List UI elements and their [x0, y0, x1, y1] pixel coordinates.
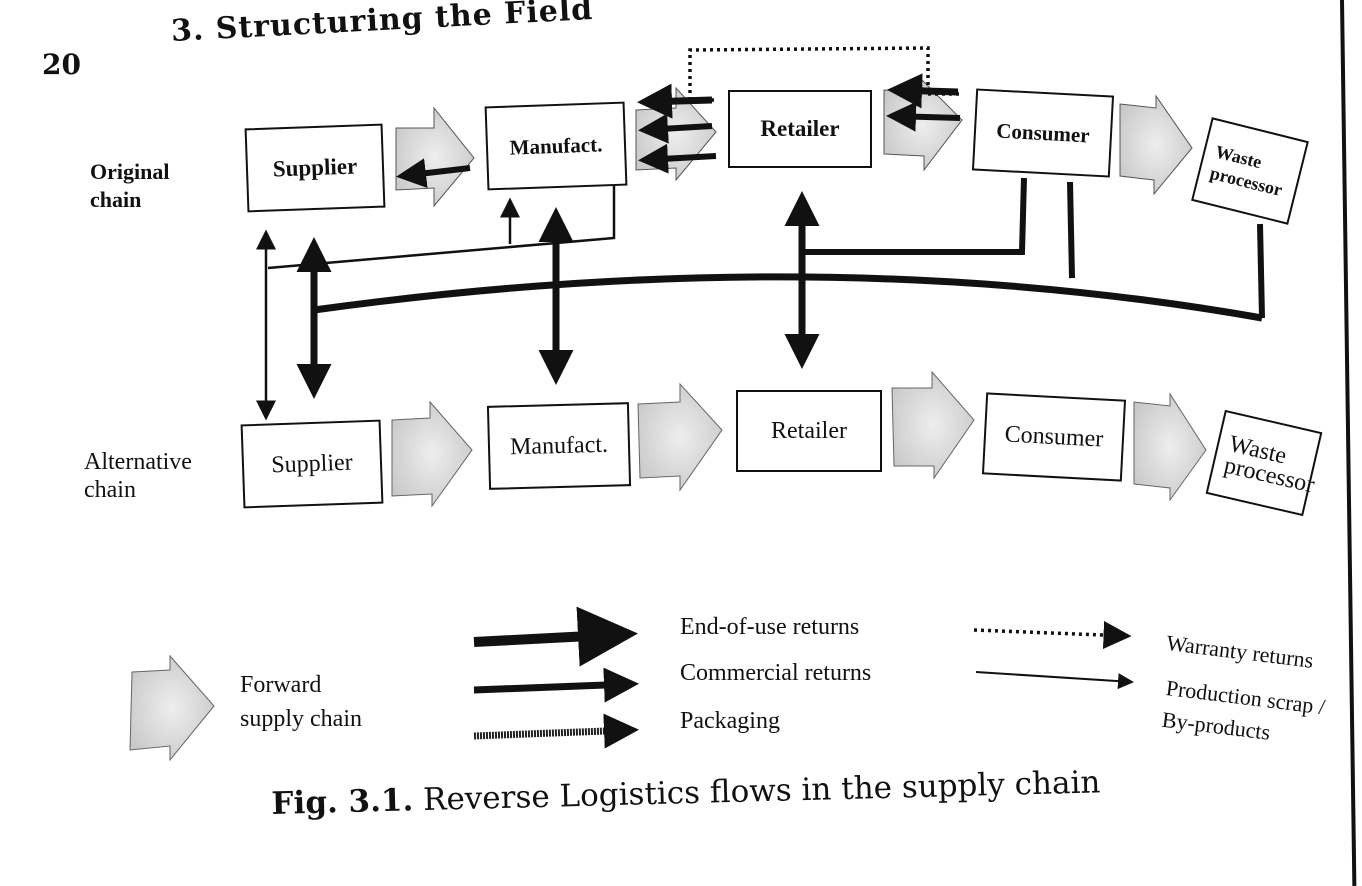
row-label-alternative-line2: chain — [84, 477, 136, 503]
legend-packaging-label: Packaging — [680, 708, 780, 734]
legend-forward-icon — [129, 654, 215, 762]
end-of-use-arrow — [637, 83, 713, 119]
legend-forward-line1: Forward — [240, 672, 322, 698]
packaging-return-arrow — [638, 143, 717, 174]
forward-arrow — [391, 400, 473, 508]
alternative-waste-processor-label: Waste processor — [1222, 431, 1322, 498]
forward-arrow — [395, 106, 475, 208]
forward-arrow — [891, 370, 975, 480]
row-label-original: Original chain — [90, 158, 169, 214]
original-retailer-box: Retailer — [728, 90, 872, 168]
alternative-retailer-label: Retailer — [771, 417, 847, 444]
legend-forward-line2: supply chain — [240, 706, 362, 732]
original-waste-processor-label: Waste processor — [1208, 140, 1290, 201]
legend-production-arrow — [975, 671, 1134, 690]
commercial-return-line — [802, 177, 1027, 255]
alternative-manufact-box: Manufact. — [486, 402, 632, 490]
forward-arrow — [1133, 392, 1207, 502]
caption-prefix: Fig. 3.1. — [271, 782, 414, 822]
legend-warranty-arrow — [973, 621, 1132, 650]
row-label-original-line2: chain — [90, 187, 142, 212]
original-manufact-box: Manufact. — [484, 101, 628, 191]
row-label-alternative-line1: Alternative — [84, 449, 192, 475]
commercial-return-arrow — [396, 158, 471, 189]
alternative-manufact-label: Manufact. — [509, 431, 609, 460]
alternative-consumer-label: Consumer — [1004, 420, 1104, 453]
end-of-use-line — [1257, 223, 1265, 319]
end-of-use-line — [313, 273, 1263, 322]
legend-end-of-use-arrow — [473, 606, 638, 667]
original-supplier-box: Supplier — [244, 123, 386, 213]
end-of-use-arrow — [887, 73, 959, 109]
commercial-return-arrow — [638, 113, 713, 144]
alternative-consumer-box: Consumer — [981, 392, 1127, 482]
warranty-return-line — [688, 46, 930, 100]
legend-commercial-arrow — [473, 667, 639, 703]
row-label-original-line1: Original — [90, 159, 170, 184]
alternative-retailer-box: Retailer — [736, 390, 882, 472]
page-number: 20 — [42, 48, 81, 81]
original-supplier-label: Supplier — [272, 153, 358, 182]
alternative-supplier-label: Supplier — [270, 449, 354, 478]
legend-forward-label: Forward supply chain — [240, 668, 362, 736]
production-scrap-line — [267, 186, 616, 270]
forward-arrow — [637, 382, 723, 492]
alternative-supplier-box: Supplier — [240, 419, 384, 509]
legend-end-of-use-label: End-of-use returns — [680, 614, 860, 640]
legend-commercial-label: Commercial returns — [680, 660, 872, 686]
original-retailer-label: Retailer — [760, 116, 840, 141]
original-consumer-label: Consumer — [995, 118, 1091, 147]
commercial-return-arrow — [886, 101, 961, 132]
legend-packaging-arrow — [473, 713, 639, 749]
original-consumer-box: Consumer — [971, 88, 1115, 178]
end-of-use-line — [1067, 181, 1075, 279]
original-manufact-label: Manufact. — [509, 131, 603, 160]
forward-arrow — [1119, 94, 1193, 196]
row-label-alternative: Alternative chain — [84, 448, 192, 504]
